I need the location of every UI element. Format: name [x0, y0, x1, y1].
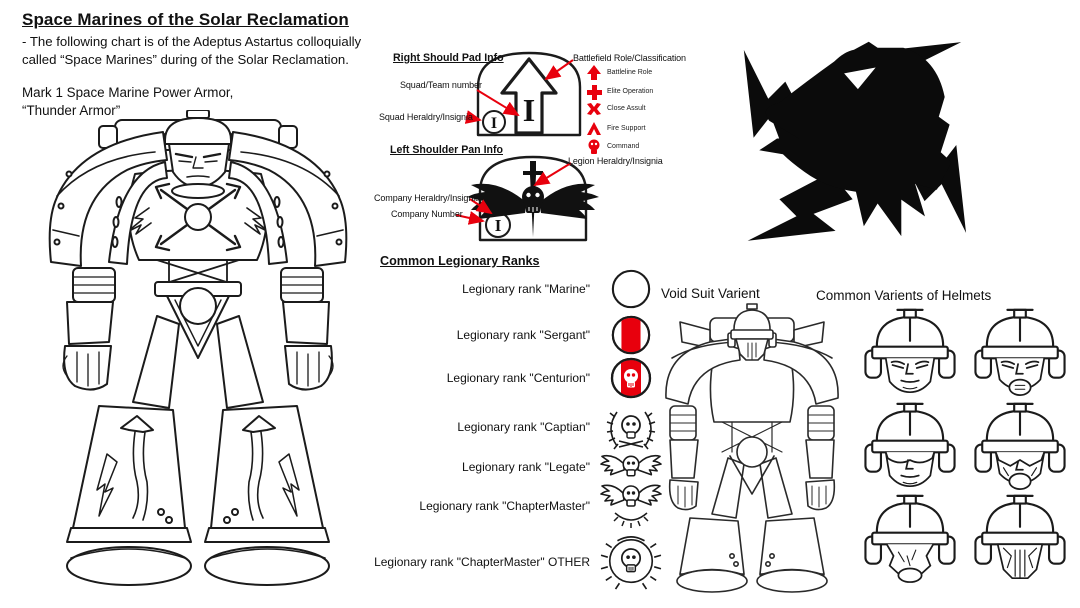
battlefield-role-arrow-glyph — [500, 57, 558, 135]
squad-insignia-circle — [482, 110, 506, 134]
shoulder-pad-info-diagram: I I I — [455, 51, 602, 242]
subtitle-line-1: - The following chart is of the Adeptus … — [22, 34, 362, 49]
rank-label: Legionary rank "Captian" — [457, 420, 590, 434]
armor-caption-line-1: Mark 1 Space Marine Power Armor, — [22, 85, 234, 100]
battlefield-role-label: Battlefield Role/Classification — [573, 53, 686, 63]
void-helmet-head — [727, 303, 777, 361]
legend-close-assault-label: Close Assult — [607, 105, 646, 112]
helmet-variant-grille-mask — [970, 492, 1070, 584]
ranks-section: Common Legionary Ranks Legionary rank "M… — [370, 252, 668, 602]
eagle-lightning-logo — [743, 41, 967, 241]
squad-heraldry-numeral: I — [491, 115, 497, 132]
winged-skull-insignia — [467, 161, 599, 237]
ornate-wreath-skull-badge — [600, 536, 662, 590]
squad-heraldry-label: Squad Heraldry/Insignia — [379, 112, 473, 122]
rank-row-sergant: Legionary rank "Sergant" — [370, 312, 668, 358]
page-subtitle: - The following chart is of the Adeptus … — [22, 33, 361, 69]
rank-row-chaptermaster: Legionary rank "ChapterMaster" — [370, 483, 668, 529]
laurel-skull-badge — [606, 411, 656, 450]
rank-label: Legionary rank "Sergant" — [456, 328, 590, 342]
helmet-variant-bare-face — [860, 306, 960, 398]
legend-battleline-label: Battleline Role — [607, 69, 653, 76]
company-heraldry-label: Company Heraldry/Insignia — [374, 193, 481, 203]
void-left-side — [665, 337, 748, 593]
fire-support-chevron-icon — [587, 122, 601, 135]
rank-row-marine: Legionary rank "Marine" — [370, 266, 668, 312]
rank-row-legate: Legionary rank "Legate" — [370, 444, 668, 490]
helmet-variants-grid — [858, 306, 1072, 592]
legend-fire-support-label: Fire Support — [607, 125, 646, 132]
rank-label: Legionary rank "Legate" — [462, 460, 590, 474]
white-skull-icon — [624, 369, 638, 388]
rank-row-captian: Legionary rank "Captian" — [370, 404, 668, 450]
left-leg — [66, 315, 192, 586]
left-pad-heading: Left Shoulder Pan Info — [390, 144, 503, 156]
rank-row-chaptermaster-other: Legionary rank "ChapterMaster" OTHER — [370, 536, 668, 590]
mark1-power-armor-figure — [48, 110, 348, 586]
legend-elite-label: Elite Operation — [607, 88, 654, 95]
helmet-variant-chin-guard — [970, 306, 1070, 398]
chest-plate — [126, 169, 270, 261]
helmet-variant-visor-chin-guard — [970, 400, 1070, 492]
void-suit-figure — [665, 303, 839, 593]
rank-label: Legionary rank "Marine" — [462, 282, 590, 296]
red-stripe-circle-badge — [611, 315, 651, 355]
right-pad-heading: Right Should Pad Info — [393, 52, 504, 64]
void-suit-title: Void Suit Varient — [661, 286, 760, 301]
squad-numeral: I — [523, 92, 535, 128]
battleline-arrow-up-icon — [587, 65, 601, 80]
close-assault-x-icon — [587, 103, 601, 115]
page-title: Space Marines of the Solar Reclamation — [22, 10, 349, 29]
helmet-variant-visor — [860, 400, 960, 492]
bare-head — [155, 110, 241, 199]
winged-skull-badge — [600, 454, 662, 477]
lightning-bolt-bottom-left — [747, 172, 853, 241]
rank-row-centurion: Legionary rank "Centurion" — [370, 355, 668, 401]
plain-circle-badge — [611, 269, 651, 309]
legend-command-label: Command — [607, 143, 640, 150]
subtitle-line-2: called “Space Marines” during of the Sol… — [22, 52, 349, 67]
rank-label: Legionary rank "Centurion" — [446, 371, 590, 385]
armor-caption: Mark 1 Space Marine Power Armor, “Thunde… — [22, 84, 233, 120]
leader-arrows — [455, 59, 574, 225]
void-abdomen — [721, 421, 783, 495]
command-skull-icon — [588, 139, 600, 154]
winged-skull-laurel-badge — [600, 484, 662, 528]
eagle-head — [759, 41, 952, 237]
company-number-label: Company Number — [391, 209, 463, 219]
ranks-heading: Common Legionary Ranks — [380, 254, 540, 268]
rank-label: Legionary rank "ChapterMaster" OTHER — [374, 555, 590, 569]
company-numeral: I — [495, 216, 502, 235]
waist-armor — [154, 259, 242, 359]
eagle-eye-notch — [844, 67, 876, 90]
elite-cross-icon — [587, 85, 602, 100]
squad-team-label: Squad/Team number — [400, 80, 482, 90]
helmet-variant-cloth-mask — [860, 492, 960, 584]
legion-heraldry-label: Legion Heraldry/Insignia — [568, 156, 663, 166]
helmets-title: Common Varients of Helmets — [816, 288, 992, 303]
armor-caption-line-2: “Thunder Armor” — [22, 103, 121, 118]
left-pauldron-and-arm — [48, 131, 168, 391]
red-stripe-skull-circle-badge — [610, 357, 652, 399]
rank-label: Legionary rank "ChapterMaster" — [419, 499, 590, 513]
